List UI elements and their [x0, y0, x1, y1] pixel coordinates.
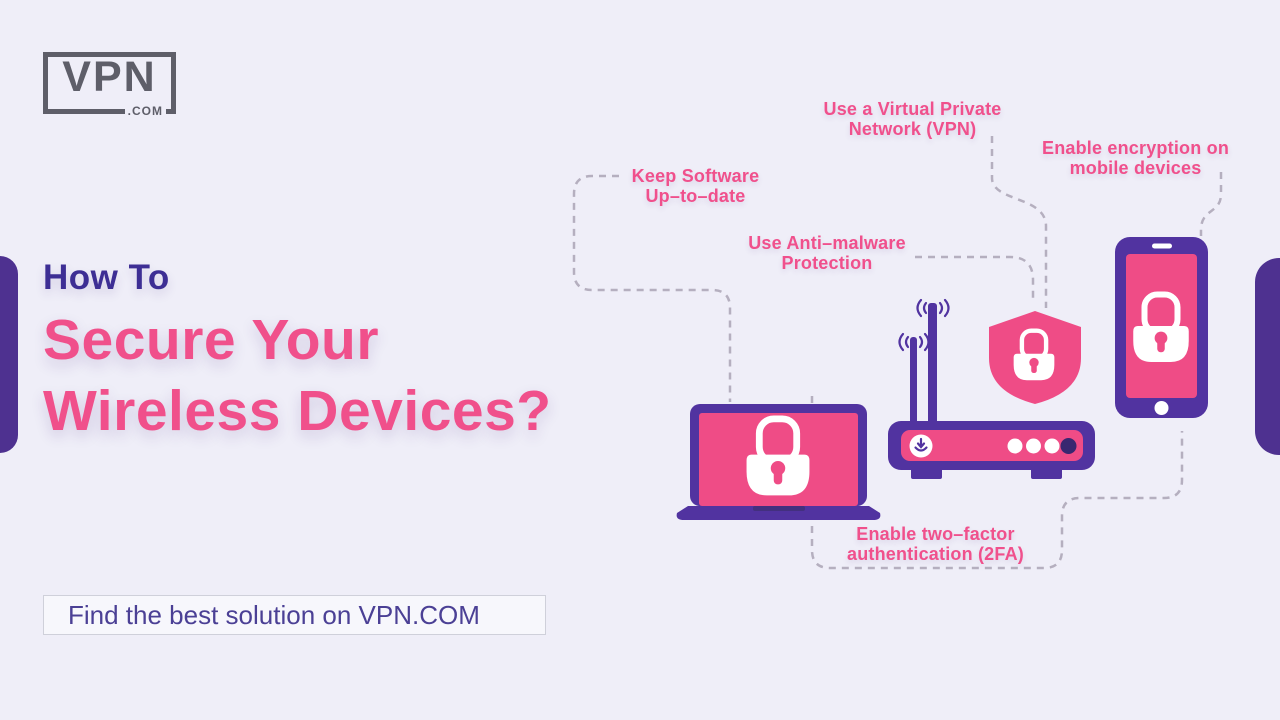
laptop-illustration: [676, 404, 881, 520]
callout-anti-malware: Use Anti–malware Protection: [733, 233, 921, 273]
speaker-slot: [1152, 243, 1172, 249]
callout-line: Keep Software: [631, 166, 760, 186]
callout-line: Protection: [781, 253, 873, 273]
callout-use-vpn: Use a Virtual Private Network (VPN): [805, 99, 1020, 139]
vpn-logo: VPN .COM: [43, 52, 176, 118]
smartphone-illustration: [1115, 237, 1208, 418]
callout-keep-software: Keep Software Up–to–date: [598, 166, 793, 206]
wifi-signal-icon: [898, 298, 950, 352]
router-led: [1044, 438, 1060, 454]
dashed-connector-vpn: [990, 136, 1048, 308]
vpn-logo-text: VPN: [62, 53, 157, 101]
router-led: [1060, 438, 1077, 454]
left-edge-decoration: [0, 256, 18, 453]
callout-encryption: Enable encryption on mobile devices: [1032, 138, 1239, 178]
callout-line: authentication (2FA): [846, 544, 1024, 564]
callout-line: Enable encryption on: [1041, 138, 1230, 158]
home-button: [1154, 401, 1169, 415]
callout-line: Use a Virtual Private: [823, 99, 1002, 119]
right-edge-decoration: [1255, 258, 1280, 455]
callout-line: mobile devices: [1069, 158, 1202, 178]
antenna: [928, 303, 937, 425]
router-led: [1026, 438, 1041, 454]
shield-icon: [989, 311, 1081, 404]
dashed-connector-keep-software: [572, 174, 732, 402]
dashed-connector-anti-malware: [915, 255, 1035, 303]
callout-line: Up–to–date: [645, 186, 746, 206]
callout-two-factor: Enable two–factor authentication (2FA): [818, 524, 1053, 564]
antenna: [910, 337, 917, 425]
router-illustration: [888, 298, 1095, 479]
callout-line: Use Anti–malware: [748, 233, 906, 253]
page-title: Secure Your Wireless Devices?: [43, 305, 552, 447]
title-line-2: Wireless Devices?: [43, 379, 552, 443]
callout-line: Enable two–factor: [856, 524, 1015, 544]
power-icon: [909, 434, 933, 458]
dashed-connector-two-factor: [810, 396, 1184, 570]
router-led: [1007, 438, 1023, 454]
title-line-1: Secure Your: [43, 308, 380, 372]
dashed-connector-encryption: [1199, 172, 1223, 236]
vpn-logo-suffix: .COM: [124, 104, 166, 118]
footer-cta-text: Find the best solution on VPN.COM: [68, 600, 480, 630]
kicker-text: How To: [43, 258, 170, 297]
footer-cta[interactable]: Find the best solution on VPN.COM: [43, 595, 546, 635]
callout-line: Network (VPN): [848, 119, 977, 139]
